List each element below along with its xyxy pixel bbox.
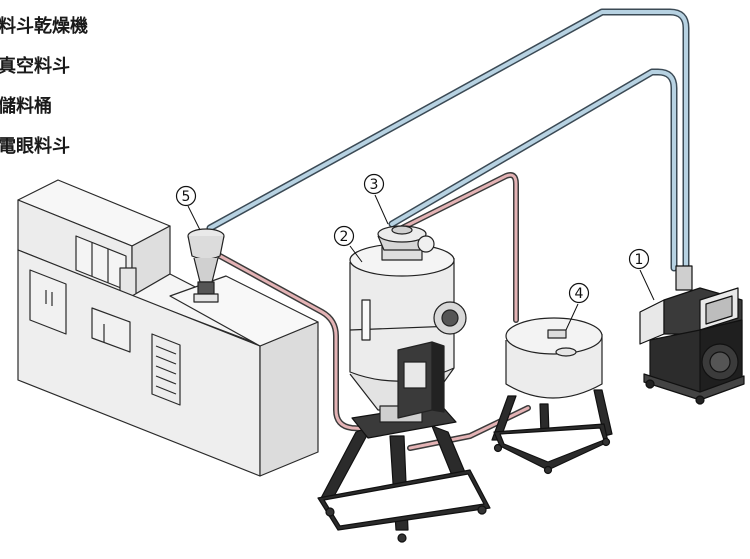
imm-door-left xyxy=(29,269,67,335)
callout-3-leader xyxy=(374,194,389,225)
pipe-blue-outer xyxy=(206,8,690,272)
blue-pipes xyxy=(206,8,690,272)
vacuum-conveyor-machine xyxy=(639,265,745,405)
legend-item-hopper-dryer: 料斗乾燥機 xyxy=(0,16,88,37)
pipe-blue-inner-inner xyxy=(390,70,676,270)
imm-door-mid xyxy=(91,307,131,353)
bin-top-fitting xyxy=(547,329,567,339)
hopper5-valve xyxy=(197,281,215,295)
dryer-sightglass xyxy=(361,299,371,341)
injection-molding-machine xyxy=(17,179,319,477)
legend: 料斗乾燥機 真空料斗 儲料桶 電眼料斗 xyxy=(0,0,160,160)
legend-item-vacuum-hopper: 真空料斗 xyxy=(0,56,70,77)
callout-1-circle xyxy=(628,248,650,270)
callouts: 1 2 3 4 5 xyxy=(175,173,655,331)
dryer-control-panel xyxy=(403,361,427,389)
callout-2-leader xyxy=(349,245,363,263)
callout-5-circle xyxy=(175,185,197,207)
imm-vent-grille xyxy=(151,333,181,406)
hopper-dryer xyxy=(317,225,491,543)
hopper5-flange xyxy=(193,293,219,303)
callout-5-leader xyxy=(187,205,201,231)
pipe-blue-outer-inner xyxy=(208,10,688,270)
machine1-fan-hub xyxy=(709,351,731,373)
callout-2-label: 2 xyxy=(340,229,349,245)
imm-body-end xyxy=(259,321,319,477)
callout-1-label: 1 xyxy=(635,252,644,268)
dryer-control-box-side xyxy=(431,341,445,413)
hopper3-port xyxy=(417,235,435,253)
callout-4-circle xyxy=(568,282,590,304)
electric-eye-hopper xyxy=(187,228,225,303)
pipe-red-3-to-4-inner xyxy=(400,173,518,322)
pipe-red-5-to-2-inner xyxy=(218,254,388,432)
hopper3-cap xyxy=(391,225,413,235)
machine1-caster xyxy=(695,395,705,405)
legend-item-electric-eye-hopper: 電眼料斗 xyxy=(0,136,70,157)
callout-4-label: 4 xyxy=(575,286,584,302)
storage-bin xyxy=(491,317,613,475)
machine1-screen xyxy=(705,295,733,325)
hopper5-cone xyxy=(193,257,219,283)
dryer-blower-hub xyxy=(441,309,459,327)
hopper5-body xyxy=(187,235,225,260)
callout-4-leader xyxy=(565,303,579,331)
machine1-base xyxy=(643,373,745,401)
callout-2-circle xyxy=(333,225,355,247)
callout-3-circle xyxy=(363,173,385,195)
callout-5-label: 5 xyxy=(182,189,191,205)
machine1-caster xyxy=(645,379,655,389)
callout-3-label: 3 xyxy=(370,177,379,193)
machine1-inlet xyxy=(675,265,693,291)
bin-hatch xyxy=(555,347,577,357)
bin-stand xyxy=(491,389,613,475)
legend-item-storage-bin: 儲料桶 xyxy=(0,96,52,117)
callout-1-leader xyxy=(639,269,655,301)
